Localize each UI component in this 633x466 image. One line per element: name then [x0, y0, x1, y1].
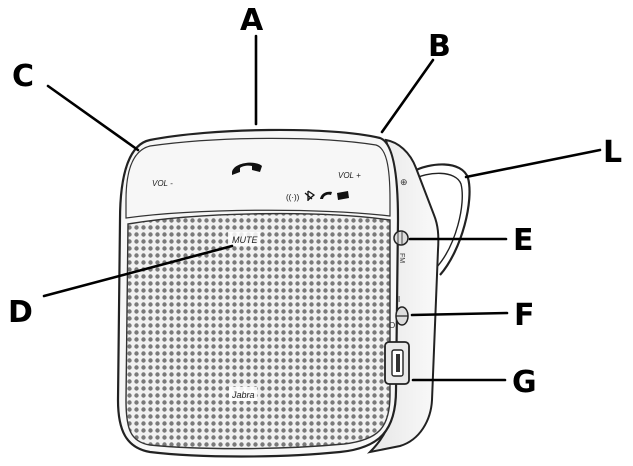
leader-d	[42, 244, 234, 298]
switch-off-mark: O	[389, 321, 395, 330]
phone-small-icon	[320, 191, 332, 199]
leader-c	[46, 84, 140, 152]
callout-e: E	[513, 223, 534, 258]
callout-c: C	[12, 59, 34, 94]
bluetooth-icon	[304, 190, 316, 201]
callout-l: L	[603, 135, 622, 170]
phone-handset-icon	[232, 162, 262, 175]
callout-a: A	[240, 3, 264, 38]
fm-label: FM	[398, 253, 405, 263]
callout-f: F	[514, 298, 535, 333]
top-button-strip	[125, 137, 391, 219]
clip-loop	[411, 163, 471, 276]
usb-port-tongue	[396, 354, 400, 372]
callout-b: B	[428, 29, 451, 64]
leader-l	[464, 148, 602, 179]
vol-minus-label: VOL -	[152, 179, 173, 188]
mute-label-bg	[228, 232, 260, 246]
clip-loop-inner	[411, 172, 463, 269]
callout-d: D	[8, 295, 33, 330]
fm-button	[393, 230, 409, 246]
speaker-grille	[125, 212, 391, 450]
vol-plus-label: VOL +	[338, 171, 361, 180]
brand-logo: Jabra	[231, 390, 255, 400]
radio-waves-icon: ((·))	[286, 193, 300, 202]
switch-on-mark: I	[398, 295, 400, 304]
leader-f	[410, 311, 509, 317]
brand-logo-bg	[229, 387, 257, 401]
leader-b	[380, 58, 435, 134]
callout-g: G	[512, 365, 537, 400]
battery-icon	[337, 191, 349, 200]
mute-label: MUTE	[232, 235, 258, 245]
power-symbol-icon: ⊕	[400, 177, 408, 187]
